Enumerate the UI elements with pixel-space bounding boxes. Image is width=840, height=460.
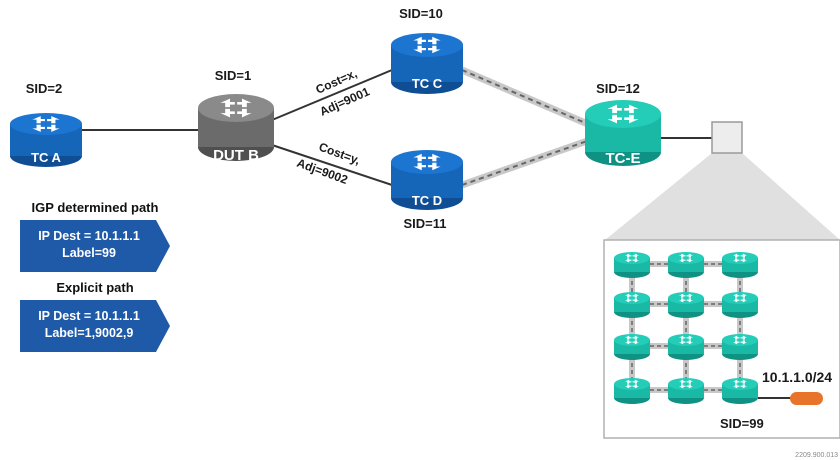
grid-router	[722, 378, 758, 404]
grid-prefix-label: 10.1.1.0/24	[762, 369, 832, 385]
svg-text:TC-E: TC-E	[606, 150, 641, 167]
router-tc-d: TC D	[391, 150, 463, 210]
grid-routers	[614, 252, 758, 404]
grid-router	[614, 378, 650, 404]
explicit-path-line1: IP Dest = 10.1.1.1	[38, 309, 140, 323]
svg-text:TC D: TC D	[412, 193, 442, 208]
link-b-c	[271, 69, 393, 121]
sid-tc-a: SID=2	[26, 81, 63, 96]
grid-router	[722, 252, 758, 278]
grid-router	[722, 292, 758, 318]
igp-path-heading: IGP determined path	[31, 200, 159, 215]
router-dut-b: DUT B	[198, 94, 274, 164]
grid-sid-label: SID=99	[720, 416, 764, 431]
link-b-d	[271, 144, 393, 186]
grid-router	[668, 334, 704, 360]
zoom-source-box	[711, 121, 743, 154]
router-tc-e: TC-E	[585, 100, 661, 167]
igp-path-line2: Label=99	[62, 246, 116, 260]
zoom-wedge	[605, 153, 840, 240]
router-tc-a: TC A	[10, 113, 82, 167]
sid-tc-e: SID=12	[596, 81, 640, 96]
grid-router	[668, 252, 704, 278]
link-c-e	[460, 66, 592, 129]
svg-text:DUT B: DUT B	[213, 147, 259, 164]
explicit-path-line2: Label=1,9002,9	[44, 326, 134, 340]
grid-router	[722, 334, 758, 360]
figure-id: 2209.900.013	[795, 452, 838, 459]
prefix-pill	[790, 392, 823, 405]
svg-text:TC A: TC A	[31, 150, 61, 165]
explicit-path-callout	[20, 300, 170, 352]
explicit-path-heading: Explicit path	[56, 280, 134, 295]
igp-path-line1: IP Dest = 10.1.1.1	[38, 229, 140, 243]
sid-tc-d: SID=11	[403, 216, 446, 231]
grid-router	[614, 252, 650, 278]
sid-dut-b: SID=1	[215, 68, 252, 83]
grid-router	[668, 378, 704, 404]
router-tc-c: TC C	[391, 33, 463, 94]
igp-path-callout	[20, 220, 170, 272]
grid-router	[614, 334, 650, 360]
grid-router	[614, 292, 650, 318]
sid-tc-c: SID=10	[399, 6, 443, 21]
svg-text:TC C: TC C	[412, 76, 443, 91]
grid-router	[668, 292, 704, 318]
